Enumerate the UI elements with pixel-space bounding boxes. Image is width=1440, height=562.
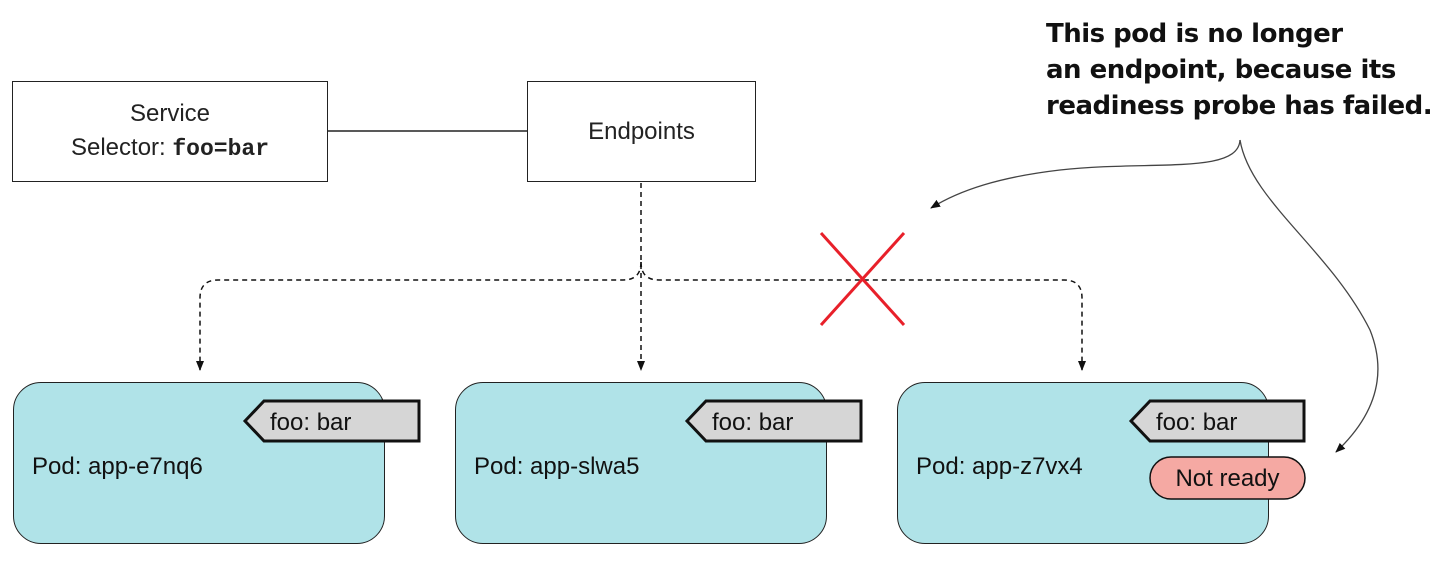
- label-tag-2: foo: bar: [684, 399, 863, 443]
- endpoints-label: Endpoints: [588, 117, 695, 145]
- annotation-line: an endpoint, because its: [1046, 55, 1396, 85]
- branch-left: [196, 261, 642, 371]
- pod-name: Pod: app-e7nq6: [32, 453, 203, 480]
- annotation-note: This pod is no longer an endpoint, becau…: [1046, 16, 1436, 124]
- label-tag-text: foo: bar: [712, 409, 793, 436]
- annotation-arrow-upper: [930, 139, 1241, 209]
- status-badge-text: Not ready: [1175, 465, 1279, 492]
- branch-right: [640, 261, 1086, 371]
- pod-name: Pod: app-slwa5: [474, 453, 640, 480]
- selector-label: Selector:: [70, 134, 166, 161]
- annotation-arrow-lower: [1239, 139, 1379, 453]
- label-tag-text: foo: bar: [1156, 409, 1237, 436]
- endpoints-box: Endpoints: [527, 81, 756, 182]
- status-badge: Not ready: [1149, 456, 1306, 500]
- service-title: Service: [129, 100, 211, 127]
- service-selector: Selector: foo=bar: [71, 131, 269, 166]
- service-box: Service Selector: foo=bar: [12, 81, 328, 182]
- annotation-line: This pod is no longer: [1046, 19, 1343, 49]
- label-tag-text: foo: bar: [270, 409, 351, 436]
- annotation-line: readiness probe has failed.: [1046, 91, 1433, 121]
- selector-value: foo=bar: [172, 136, 269, 162]
- label-tag-3: foo: bar: [1128, 399, 1306, 443]
- label-tag-1: foo: bar: [242, 399, 421, 443]
- pod-name: Pod: app-z7vx4: [916, 453, 1083, 480]
- removed-cross: [819, 231, 906, 327]
